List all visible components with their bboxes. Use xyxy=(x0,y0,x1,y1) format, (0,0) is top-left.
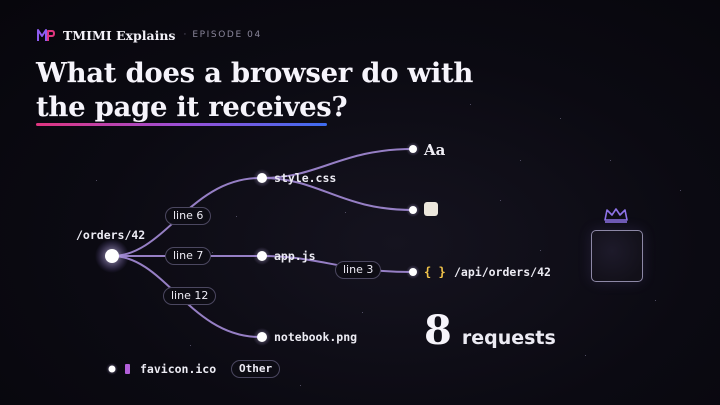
edge-label-line-6: line 6 xyxy=(165,207,212,225)
notebook-node xyxy=(257,332,267,342)
root-node xyxy=(105,249,119,263)
other-tag: Other xyxy=(231,360,281,378)
brand-separator: · xyxy=(183,30,187,40)
notebook-label: notebook.png xyxy=(274,330,358,344)
edge-label-line-3: line 3 xyxy=(335,261,382,279)
style-node xyxy=(257,173,267,183)
episode-label: EPISODE 04 xyxy=(192,30,262,40)
json-braces-icon: { } xyxy=(424,265,446,279)
api-node xyxy=(409,268,417,276)
image-swatch xyxy=(424,202,438,216)
edge-app-api xyxy=(261,255,414,273)
app-label: app.js xyxy=(274,249,316,263)
page-title: What does a browser do with the page it … xyxy=(36,56,473,124)
crown-icon xyxy=(604,208,628,223)
tmimi-logo-icon xyxy=(37,29,55,41)
edge-style-font xyxy=(261,148,414,179)
root-label: /orders/42 xyxy=(76,228,146,242)
edge-style-image xyxy=(261,177,414,211)
request-count-number: 8 xyxy=(424,307,452,354)
font-node xyxy=(409,145,417,153)
app-node xyxy=(257,251,267,261)
request-count: 8 requests xyxy=(424,308,556,354)
request-count-label: requests xyxy=(461,327,556,349)
favicon-icon xyxy=(125,364,130,374)
title-underline xyxy=(36,123,327,126)
edge-label-line-12: line 12 xyxy=(163,287,217,305)
page-frame xyxy=(591,230,643,282)
title-line-2: the page it receives? xyxy=(36,91,348,123)
image-node xyxy=(409,206,417,214)
api-label: /api/orders/42 xyxy=(454,265,551,279)
font-glyph: Aa xyxy=(424,141,446,159)
edge-label-line-7: line 7 xyxy=(165,247,212,265)
style-label: style.css xyxy=(274,171,337,185)
title-line-1: What does a browser do with xyxy=(36,57,474,89)
brand: TMIMI Explains · EPISODE 04 xyxy=(37,27,262,43)
brand-name: TMIMI Explains xyxy=(63,27,176,43)
favicon-node xyxy=(108,365,116,373)
favicon-label: favicon.ico xyxy=(140,362,217,376)
